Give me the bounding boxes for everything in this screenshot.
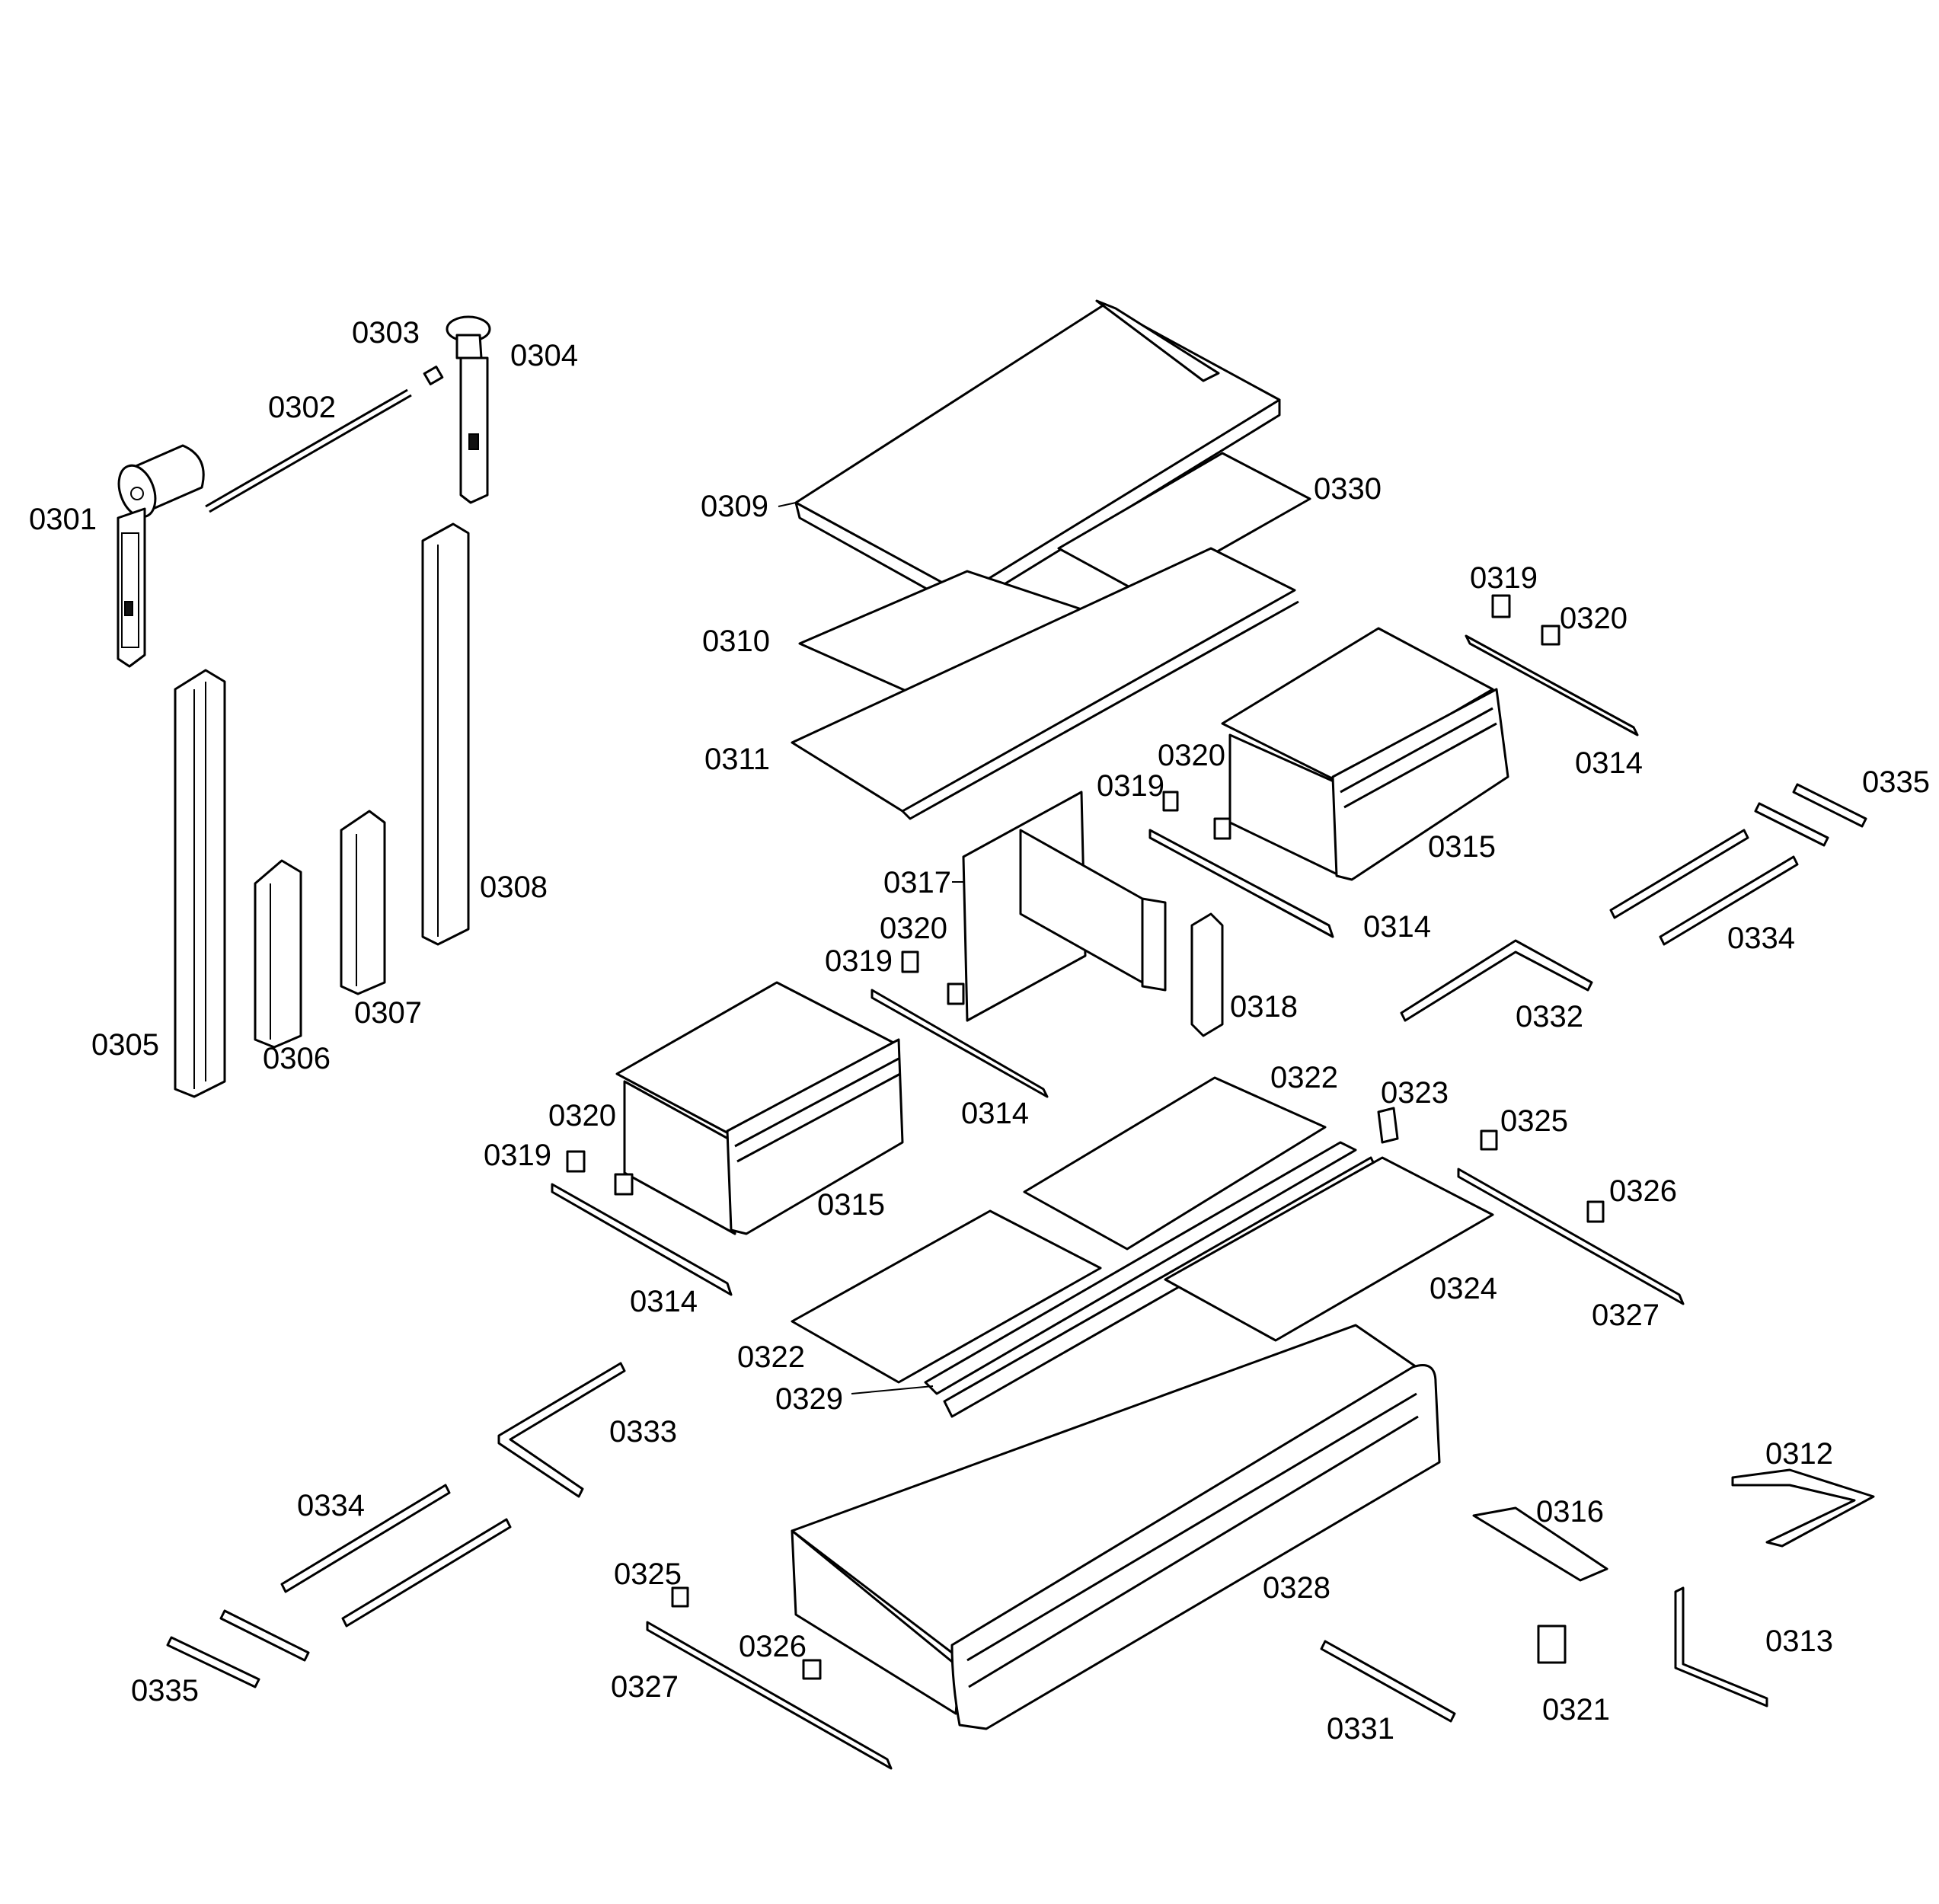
part-0324-panel bbox=[1164, 1156, 1494, 1342]
label-0335-b: 0335 bbox=[131, 1674, 199, 1708]
part-0301-hinge bbox=[117, 444, 205, 668]
label-0320-d: 0320 bbox=[548, 1099, 616, 1132]
label-0334-a: 0334 bbox=[1727, 922, 1795, 955]
label-0326-b: 0326 bbox=[739, 1630, 807, 1663]
label-0319-d: 0319 bbox=[484, 1139, 551, 1172]
part-0332-corner bbox=[1400, 939, 1593, 1022]
part-0322-panel-lower bbox=[791, 1209, 1102, 1384]
part-0325-clip-group bbox=[671, 1129, 1498, 1608]
label-0325-a: 0325 bbox=[1500, 1104, 1568, 1138]
label-0319-c: 0319 bbox=[825, 944, 893, 978]
label-0314-b: 0314 bbox=[1363, 910, 1431, 944]
label-0328: 0328 bbox=[1263, 1571, 1330, 1605]
part-0328-freezer-drawer bbox=[791, 1324, 1441, 1730]
part-0314-rail-d bbox=[551, 1183, 733, 1296]
part-0315-drawer-upper bbox=[1221, 627, 1509, 881]
label-0321: 0321 bbox=[1542, 1693, 1610, 1727]
part-0306-channel bbox=[254, 859, 302, 1049]
label-0305: 0305 bbox=[91, 1028, 159, 1062]
label-0301: 0301 bbox=[29, 503, 97, 536]
label-0322-a: 0322 bbox=[1270, 1061, 1338, 1094]
label-0304: 0304 bbox=[510, 339, 578, 372]
label-0335-a: 0335 bbox=[1862, 765, 1930, 799]
part-0335-strip-right bbox=[1754, 783, 1867, 847]
label-0331: 0331 bbox=[1327, 1712, 1394, 1746]
part-0307-channel bbox=[340, 810, 386, 995]
part-0333-corner bbox=[497, 1362, 626, 1498]
label-0320-a: 0320 bbox=[1560, 602, 1628, 635]
label-0329: 0329 bbox=[775, 1382, 843, 1416]
part-0335-strip-left bbox=[166, 1609, 310, 1688]
part-0308-channel bbox=[421, 522, 470, 946]
part-0315-drawer-lower bbox=[615, 981, 904, 1235]
part-0314-rail-c bbox=[870, 989, 1049, 1098]
label-0312: 0312 bbox=[1765, 1437, 1833, 1471]
label-0316: 0316 bbox=[1536, 1495, 1604, 1529]
part-0330-glass bbox=[1057, 452, 1311, 596]
part-0317-divider bbox=[962, 791, 1167, 1022]
label-0308: 0308 bbox=[480, 871, 548, 904]
part-0321-latch bbox=[1537, 1624, 1567, 1664]
label-0306: 0306 bbox=[263, 1042, 331, 1075]
label-0326-a: 0326 bbox=[1609, 1174, 1677, 1208]
label-0307: 0307 bbox=[354, 996, 422, 1030]
label-0320-b: 0320 bbox=[1158, 739, 1225, 772]
leader-lines bbox=[778, 502, 963, 1394]
part-0322-panel-upper bbox=[1023, 1076, 1327, 1251]
part-0320-clip-group bbox=[614, 625, 1560, 1196]
label-0313: 0313 bbox=[1765, 1624, 1833, 1658]
part-0319-clip-group bbox=[566, 594, 1511, 1173]
label-0311: 0311 bbox=[704, 743, 770, 776]
label-0315-a: 0315 bbox=[1428, 830, 1496, 864]
part-0334-strip-right bbox=[1609, 829, 1799, 946]
label-0318: 0318 bbox=[1230, 990, 1298, 1024]
part-0314-rail-a bbox=[1465, 634, 1639, 736]
label-0323: 0323 bbox=[1381, 1076, 1449, 1110]
part-0331-strip bbox=[1320, 1640, 1456, 1723]
label-0310: 0310 bbox=[702, 625, 770, 658]
label-0330: 0330 bbox=[1314, 472, 1382, 506]
label-0325-b: 0325 bbox=[614, 1557, 682, 1591]
part-0316-plate bbox=[1472, 1506, 1608, 1582]
part-0312-bracket bbox=[1731, 1468, 1875, 1548]
label-0317: 0317 bbox=[883, 866, 951, 899]
part-0318-trim bbox=[1190, 912, 1224, 1037]
part-0327-rail-b bbox=[646, 1621, 893, 1770]
label-0309: 0309 bbox=[701, 490, 768, 523]
label-0315-b: 0315 bbox=[817, 1188, 885, 1222]
label-0319-b: 0319 bbox=[1097, 769, 1164, 803]
label-0332: 0332 bbox=[1516, 1000, 1583, 1033]
part-0302-rod bbox=[205, 388, 412, 513]
label-0327-b: 0327 bbox=[611, 1670, 679, 1704]
part-labels: 0303 0304 0302 0301 0308 0307 0305 0306 … bbox=[29, 316, 1930, 1746]
label-0314-a: 0314 bbox=[1575, 746, 1643, 780]
part-0327-rail-a bbox=[1457, 1168, 1685, 1305]
label-0333: 0333 bbox=[609, 1415, 677, 1449]
part-0314-rail-b bbox=[1148, 829, 1334, 938]
part-0303-bushing bbox=[423, 366, 444, 385]
label-0314-c: 0314 bbox=[961, 1097, 1029, 1130]
label-0303: 0303 bbox=[352, 316, 420, 350]
label-0320-c: 0320 bbox=[880, 912, 947, 945]
label-0314-d: 0314 bbox=[630, 1285, 698, 1318]
label-0324: 0324 bbox=[1429, 1272, 1497, 1305]
part-0326-clip-group bbox=[802, 1200, 1605, 1680]
label-0334-b: 0334 bbox=[297, 1489, 365, 1522]
part-0313-bracket bbox=[1674, 1586, 1768, 1708]
label-0322-b: 0322 bbox=[737, 1340, 805, 1374]
label-0302: 0302 bbox=[268, 391, 336, 424]
part-0304-upper-hinge bbox=[446, 315, 491, 504]
part-0305-channel bbox=[174, 669, 226, 1098]
label-0319-a: 0319 bbox=[1470, 561, 1538, 595]
part-0334-strip-left bbox=[280, 1484, 512, 1628]
label-0327-a: 0327 bbox=[1592, 1299, 1659, 1332]
part-0323-bracket bbox=[1377, 1107, 1399, 1144]
part-0311-shelf bbox=[791, 547, 1299, 820]
